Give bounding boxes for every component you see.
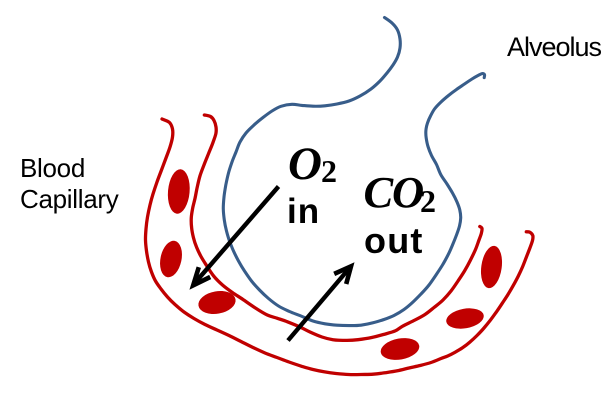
svg-text:in: in [287, 192, 320, 231]
svg-text:Blood: Blood [20, 153, 85, 183]
svg-text:out: out [364, 220, 424, 261]
svg-text:CO: CO [364, 167, 423, 217]
svg-text:2: 2 [321, 153, 337, 189]
svg-text:Capillary: Capillary [20, 184, 119, 214]
svg-text:O: O [288, 138, 322, 190]
svg-text:Alveolus: Alveolus [507, 32, 602, 62]
svg-text:2: 2 [420, 183, 436, 219]
